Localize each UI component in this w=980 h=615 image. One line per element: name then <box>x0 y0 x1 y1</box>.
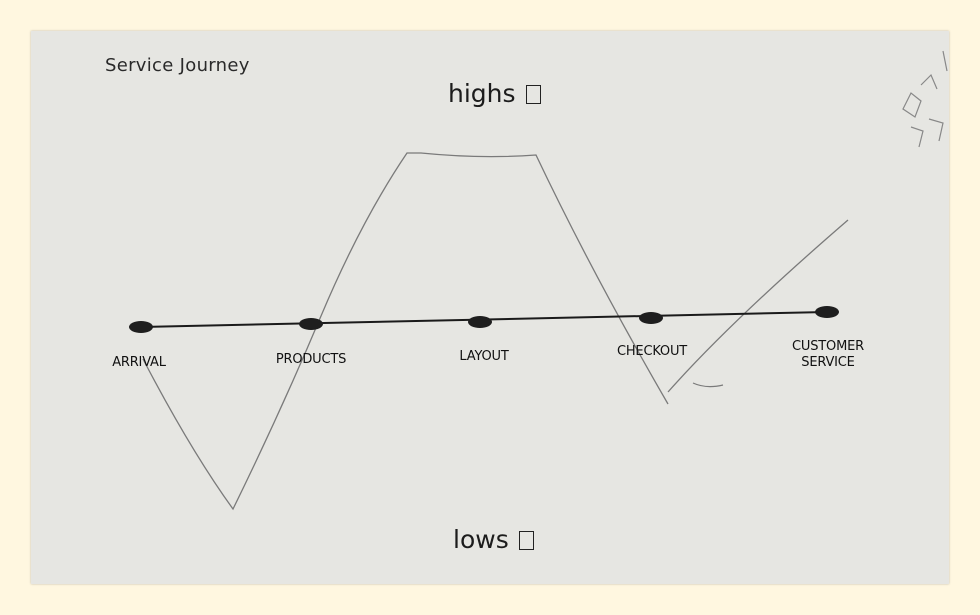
stage-node-layout <box>468 316 492 328</box>
diagram-title: Service Journey <box>105 55 250 76</box>
lows-label: lows <box>453 525 509 554</box>
checkbox-square-icon <box>518 531 534 550</box>
journey-diagram-svg <box>129 50 948 511</box>
emotion-curve <box>142 152 669 511</box>
highs-label: highs <box>448 79 516 108</box>
lows-label-group: lows <box>453 525 534 554</box>
stage-label-products: PRODUCTS <box>275 352 347 367</box>
stage-label-checkout: CHECKOUT <box>616 344 688 359</box>
emotion-curve-tail <box>692 382 724 388</box>
stage-node-checkout <box>639 312 663 324</box>
stage-label-customer-service: CUSTOMER SERVICE <box>792 339 864 370</box>
corner-doodle <box>902 50 948 148</box>
stage-label-arrival: ARRIVAL <box>112 355 166 370</box>
diagram-sheet: Service Journey highs lows ARRIVAL PRODU… <box>31 31 949 584</box>
highs-label-group: highs <box>448 79 541 108</box>
stage-node-arrival <box>129 321 153 333</box>
stage-label-layout: LAYOUT <box>459 349 509 364</box>
stage-node-customer-service <box>815 306 839 318</box>
checkbox-square-icon <box>525 85 541 104</box>
stage-node-products <box>299 318 323 330</box>
